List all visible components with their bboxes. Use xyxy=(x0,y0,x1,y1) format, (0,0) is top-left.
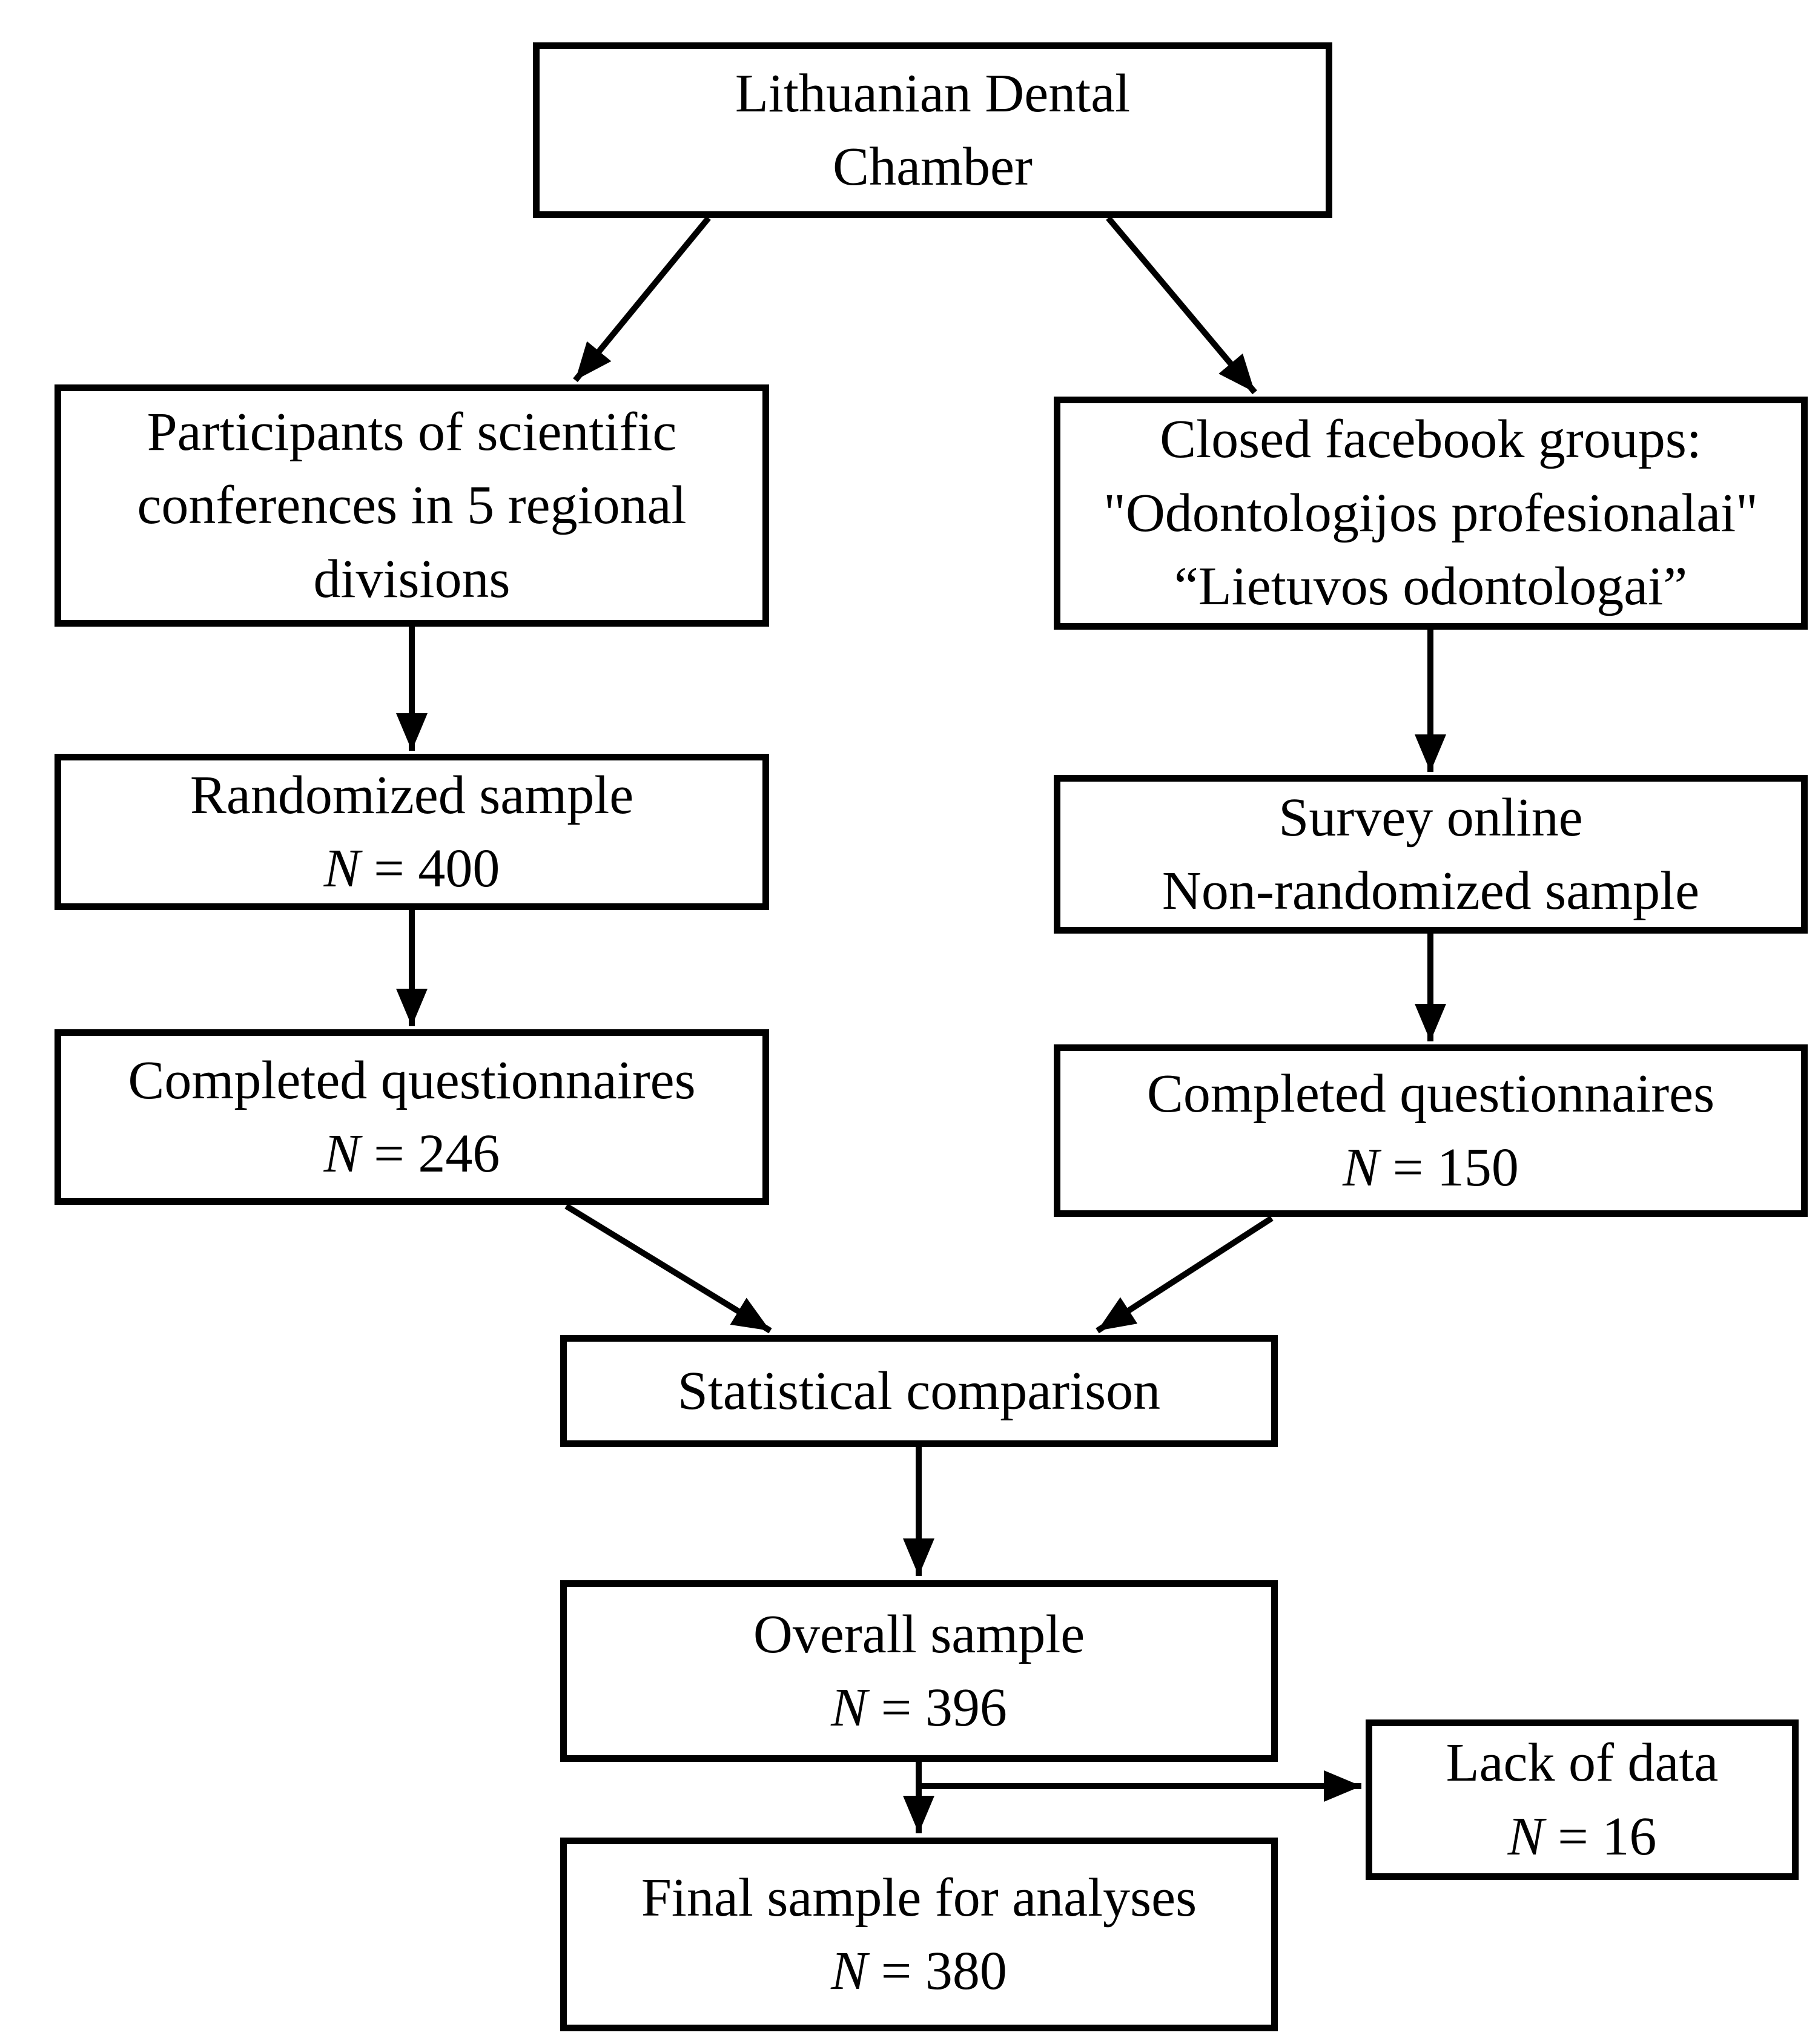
arrow-completed-conferences-to-statistical xyxy=(564,1203,772,1334)
box-text-line: N = 246 xyxy=(324,1117,500,1191)
n-value: = 400 xyxy=(360,839,500,898)
box-text-line: Randomized sample xyxy=(190,765,634,825)
box-randomized-sample: Randomized sample N = 400 xyxy=(55,754,769,910)
box-facebook-groups: Closed facebook groups: "Odontologijos p… xyxy=(1054,397,1808,630)
box-conference-participants: Participants of scientific conferences i… xyxy=(55,384,769,627)
box-text-line: N = 16 xyxy=(1508,1800,1657,1874)
n-symbol: N xyxy=(323,1124,360,1184)
box-text-line: Lithuanian Dental xyxy=(735,63,1131,124)
arrow-chamber-to-facebook xyxy=(1106,216,1257,395)
box-text-line: Overall sample xyxy=(753,1604,1085,1664)
box-completed-questionnaires-conferences: Completed questionnaires N = 246 xyxy=(55,1029,769,1205)
box-lithuanian-dental-chamber: Lithuanian Dental Chamber xyxy=(533,42,1332,218)
n-value: = 380 xyxy=(867,1941,1007,2001)
box-lack-of-data: Lack of data N = 16 xyxy=(1366,1719,1799,1880)
n-value: = 246 xyxy=(360,1124,500,1184)
box-text-line: N = 396 xyxy=(831,1671,1007,1745)
n-symbol: N xyxy=(1343,1137,1380,1198)
box-text-line: Participants of scientific xyxy=(147,401,677,462)
box-text-line: Closed facebook groups: xyxy=(1160,409,1702,470)
box-text-line: Non-randomized sample xyxy=(1162,861,1700,921)
n-value: = 396 xyxy=(867,1678,1007,1738)
box-text-line: Completed questionnaires xyxy=(128,1050,696,1110)
arrow-completed-online-to-statistical xyxy=(1096,1215,1274,1334)
box-text-line: N = 150 xyxy=(1343,1131,1519,1205)
n-symbol: N xyxy=(323,839,360,898)
box-overall-sample: Overall sample N = 396 xyxy=(560,1580,1278,1762)
n-value: = 16 xyxy=(1544,1806,1657,1867)
arrow-chamber-to-participants xyxy=(573,216,711,383)
box-statistical-comparison: Statistical comparison xyxy=(560,1335,1278,1447)
box-text-line: Final sample for analyses xyxy=(641,1867,1197,1928)
box-text-line: Survey online xyxy=(1278,787,1583,848)
box-final-sample: Final sample for analyses N = 380 xyxy=(560,1838,1278,2031)
n-symbol: N xyxy=(1507,1806,1544,1867)
n-symbol: N xyxy=(831,1678,868,1738)
n-value: = 150 xyxy=(1379,1137,1519,1198)
box-text-line: N = 380 xyxy=(831,1934,1007,2008)
box-completed-questionnaires-online: Completed questionnaires N = 150 xyxy=(1054,1044,1808,1217)
box-text-line: divisions xyxy=(313,549,511,609)
box-text-line: Statistical comparison xyxy=(677,1360,1161,1421)
box-text-line: Chamber xyxy=(833,137,1033,197)
box-text-line: conferences in 5 regional xyxy=(137,475,687,536)
box-text-line: Lack of data xyxy=(1446,1733,1719,1793)
box-text-line: Completed questionnaires xyxy=(1146,1064,1715,1124)
box-text-line: "Odontologijos profesionalai" xyxy=(1103,483,1758,543)
box-text-line: N = 400 xyxy=(324,832,500,906)
box-survey-online: Survey online Non-randomized sample xyxy=(1054,775,1808,934)
n-symbol: N xyxy=(831,1941,868,2001)
box-text-line: “Lietuvos odontologai” xyxy=(1174,556,1688,617)
